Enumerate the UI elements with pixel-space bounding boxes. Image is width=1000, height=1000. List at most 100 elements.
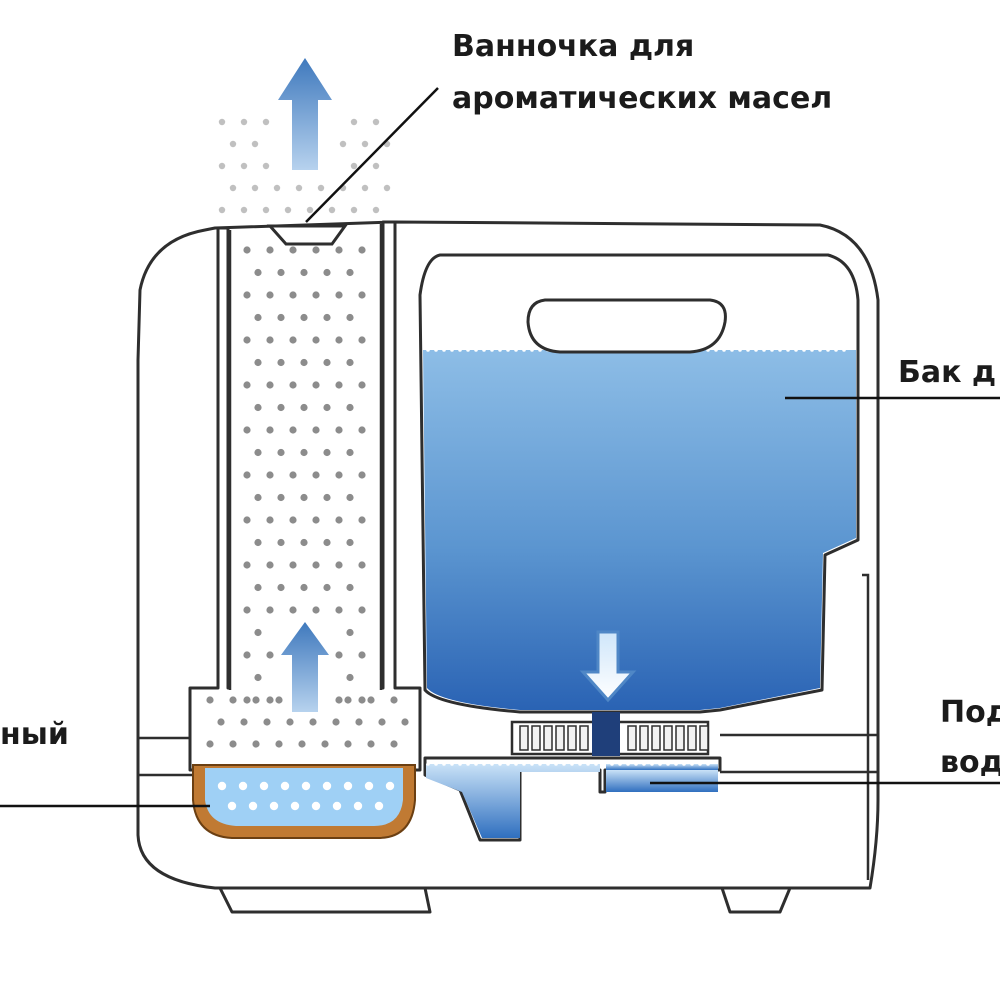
surface-dot (602, 762, 606, 766)
label-tank: Бак д (898, 355, 996, 390)
boiling-dot (353, 801, 363, 811)
surface-dot (506, 348, 510, 352)
surface-dot (810, 348, 814, 352)
mist-dot (240, 206, 248, 214)
mist-dot (335, 516, 343, 524)
mist-dot (323, 448, 331, 457)
mist-dot (372, 162, 380, 170)
mist-dot (240, 118, 248, 126)
surface-dot (466, 348, 470, 352)
mist-dot (350, 162, 358, 170)
mist-dot (289, 381, 297, 389)
mist-dot (321, 740, 329, 748)
mist-dot (243, 561, 251, 569)
surface-dot (626, 762, 630, 766)
label-aroma-line2: ароматических масел (452, 81, 832, 116)
leader-aroma-tray (305, 87, 439, 223)
mist-dot (300, 493, 308, 502)
surface-dot (658, 762, 662, 766)
mist-dot (312, 336, 320, 344)
mist-dot (328, 206, 336, 214)
mist-dot (355, 718, 363, 726)
mist-dot (361, 140, 369, 148)
surface-dot (746, 348, 750, 352)
mist-dot (335, 246, 343, 254)
mist-dot (254, 313, 262, 322)
mist-dot (300, 583, 308, 592)
surface-dot (650, 762, 654, 766)
mist-dot (332, 718, 340, 726)
grille-bar (627, 725, 637, 751)
mist-dot (262, 162, 270, 170)
surface-dot (530, 348, 534, 352)
tank-water (423, 350, 856, 710)
mist-dot (390, 740, 398, 748)
mist-dot (300, 538, 308, 547)
mist-dot (263, 718, 271, 726)
mist-dot (390, 696, 398, 704)
surface-dot (442, 762, 446, 766)
heater-water (205, 768, 403, 826)
mist-dot (312, 381, 320, 389)
surface-dot (426, 762, 430, 766)
mist-dot (346, 268, 354, 277)
boiling-dot (311, 801, 321, 811)
mist-dot (323, 583, 331, 592)
surface-dot (642, 762, 646, 766)
boiling-dot (269, 801, 279, 811)
mist-dot (367, 696, 375, 704)
label-aroma-line1: Ванночка для (452, 29, 694, 64)
mist-dot (335, 336, 343, 344)
mist-dot (300, 313, 308, 322)
mist-dot (300, 403, 308, 412)
mist-dot (217, 718, 225, 726)
mist-dot (350, 206, 358, 214)
housing-side-line (862, 573, 870, 880)
aroma-oil-tray (266, 224, 348, 246)
grille-bar (579, 725, 589, 751)
surface-dot (666, 762, 670, 766)
surface-dot (786, 348, 790, 352)
mist-dot (309, 718, 317, 726)
surface-dot (634, 762, 638, 766)
mist-dot (323, 268, 331, 277)
boiling-dot (301, 781, 311, 791)
mist-dot (295, 184, 303, 192)
label-right-line1: Под (940, 695, 1000, 730)
surface-dot (466, 762, 470, 766)
surface-dot (498, 762, 502, 766)
surface-dot (474, 348, 478, 352)
surface-dot (818, 348, 822, 352)
surface-dot (426, 348, 430, 352)
channel-water-right-pool (606, 770, 718, 792)
mist-dot (358, 516, 366, 524)
mist-dot (266, 606, 274, 614)
mist-dot (252, 740, 260, 748)
grille-bar (555, 725, 565, 751)
mist-dot (266, 471, 274, 479)
mist-dot (323, 313, 331, 322)
mist-dot (229, 696, 237, 704)
mist-dot (289, 291, 297, 299)
mist-dot (266, 291, 274, 299)
mist-dot (243, 471, 251, 479)
arrow-up-icon (278, 58, 332, 170)
mist-dot (229, 140, 237, 148)
mist-dot (266, 561, 274, 569)
mist-dot (346, 583, 354, 592)
surface-dot (458, 348, 462, 352)
mist-dot (306, 206, 314, 214)
mist-dot (358, 606, 366, 614)
surface-dot (554, 762, 558, 766)
mist-dot (346, 448, 354, 457)
mist-dot (323, 358, 331, 367)
channel-water-right (606, 764, 718, 770)
mist-dot (266, 336, 274, 344)
mist-dot (273, 184, 281, 192)
surface-dot (490, 762, 494, 766)
mist-dot (240, 162, 248, 170)
mist-dot (254, 403, 262, 412)
surface-dot (794, 348, 798, 352)
mist-dot (317, 184, 325, 192)
surface-dot (538, 348, 542, 352)
